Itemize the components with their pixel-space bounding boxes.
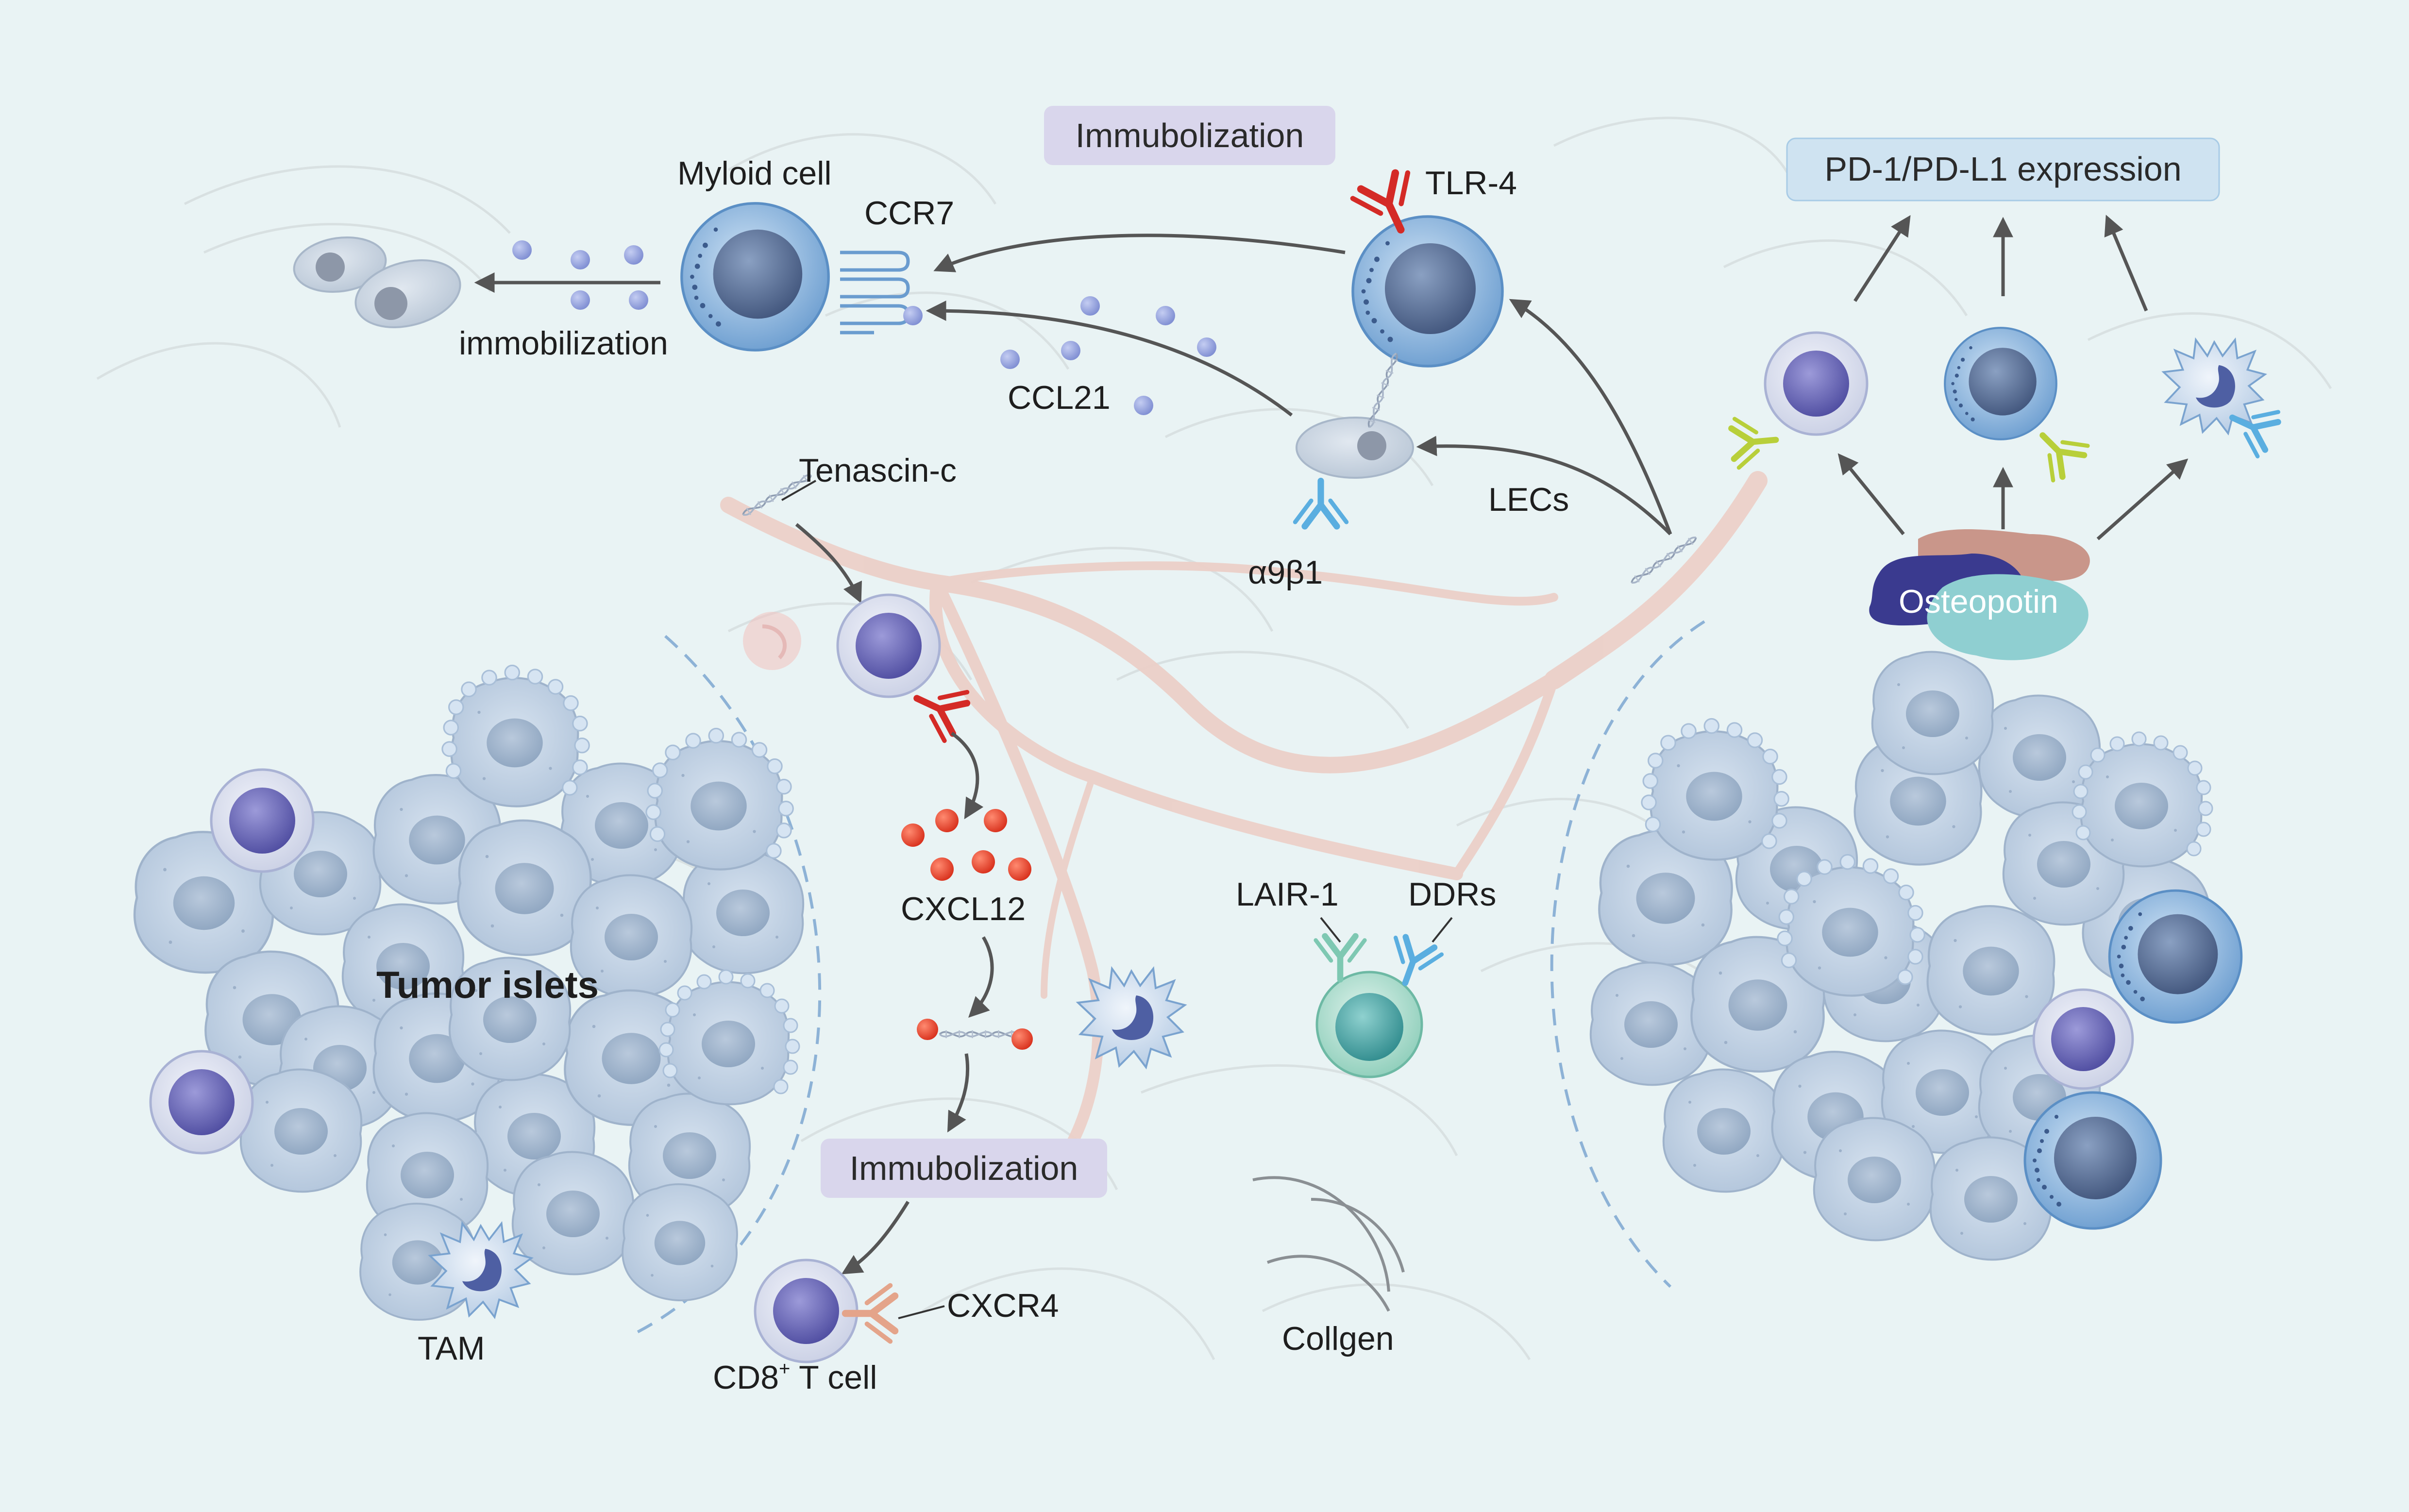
arrow-to-immubolization-bottom (947, 1053, 970, 1133)
cxcl12-dots (901, 809, 1031, 881)
arrow-tlr4-to-ccr7 (933, 234, 1346, 272)
myeloid-cell-icon (2109, 890, 2241, 1023)
dna-helix-icon (1365, 351, 1401, 430)
lair1-label: LAIR-1 (1236, 876, 1339, 913)
a9b1-receptor-icon (1295, 481, 1347, 527)
arrow-osteo-to-right (2096, 458, 2189, 540)
tlr4-myeloid-cell-icon (1353, 217, 1502, 366)
green-receptor-icon (1731, 416, 1778, 468)
cxcl12-label: CXCL12 (901, 890, 1026, 927)
pd1-pdl1-label: PD-1/PD-L1 expression (1824, 150, 2181, 188)
ddrs-label: DDRs (1408, 876, 1496, 913)
tenascin-c-label: Tenascin-c (799, 452, 957, 489)
arrow-osteo-to-left (1837, 453, 1905, 536)
tenascin-pointer (781, 480, 816, 501)
lecs-label: LECs (1488, 481, 1569, 518)
cxcr4-pointer (898, 1305, 945, 1319)
ddrs-pointer (1432, 917, 1453, 943)
t-cell-icon (1765, 333, 1867, 435)
faint-cell-icon (743, 612, 801, 670)
ccl21-label: CCL21 (1008, 379, 1111, 416)
arrow-tcell-to-pd1 (1853, 215, 1911, 302)
tlr4-label: TLR-4 (1425, 165, 1517, 202)
tam-label: TAM (418, 1330, 485, 1367)
tumor-islets-label: Tumor islets (376, 963, 599, 1006)
immubolization-top-label: Immubolization (1076, 117, 1304, 154)
ccl21-dots-left (512, 240, 648, 310)
collgen-label: Collgen (1282, 1320, 1394, 1357)
collagen-icon (1252, 1176, 1405, 1312)
cxcr4-label: CXCR4 (947, 1287, 1059, 1324)
osteopotin-label: Osteopotin (1899, 583, 2058, 620)
ccr7-receptor-icon (840, 251, 910, 335)
lair1-ddrs-cell-icon (1315, 971, 1423, 1078)
right-tumor-boundary (1550, 620, 1705, 1288)
lair1-pointer (1320, 917, 1341, 943)
ccr7-label: CCR7 (864, 195, 954, 232)
collagen-fiber-network (720, 471, 1768, 1171)
arrow-lec-to-ccr7 (926, 301, 1293, 417)
t-cell-icon (2034, 990, 2133, 1089)
immobilized-cells (293, 236, 461, 328)
t-cell-icon (151, 1051, 253, 1153)
t-cell-icon (211, 770, 313, 872)
cd8-t-cell-icon (755, 1260, 857, 1362)
osteopontin-icon (1869, 529, 2090, 660)
immubolization-bottom-box (821, 1139, 1107, 1198)
myeloid-cell-icon (2025, 1092, 2161, 1228)
ccl21-dots (1000, 296, 1216, 415)
myeloid-cell-icon (682, 203, 828, 350)
arrow-lec-to-tlr4 (1509, 299, 1672, 535)
t-cell-icon (838, 595, 940, 697)
a9b1-label: α9β1 (1248, 554, 1323, 591)
tam-icon (2162, 338, 2266, 435)
arrow-to-cxcl12 (950, 732, 984, 820)
myeloid-cell-icon (1945, 328, 2056, 439)
pd1-pdl1-box (1786, 137, 2220, 202)
arrow-tam-to-pd1 (2104, 215, 2148, 312)
myloid-cell-label: Myloid cell (677, 155, 831, 192)
immubolization-bottom-label: Immubolization (850, 1149, 1078, 1187)
right-tumor-islet (1589, 651, 2241, 1261)
cd8-t-cell-label: CD8+ T cell (713, 1358, 877, 1396)
dna-helix-icon (939, 1029, 1019, 1039)
arrow-to-cd8 (841, 1201, 910, 1275)
lec-cell-icon (1296, 417, 1414, 479)
arrow-cxcl12-down (968, 936, 994, 1018)
immubolization-top-box (1044, 106, 1335, 165)
arrow-to-lec (1416, 436, 1672, 536)
arrow-tenascin-to-tcell (795, 523, 862, 604)
immobilization-label: immobilization (459, 325, 668, 362)
